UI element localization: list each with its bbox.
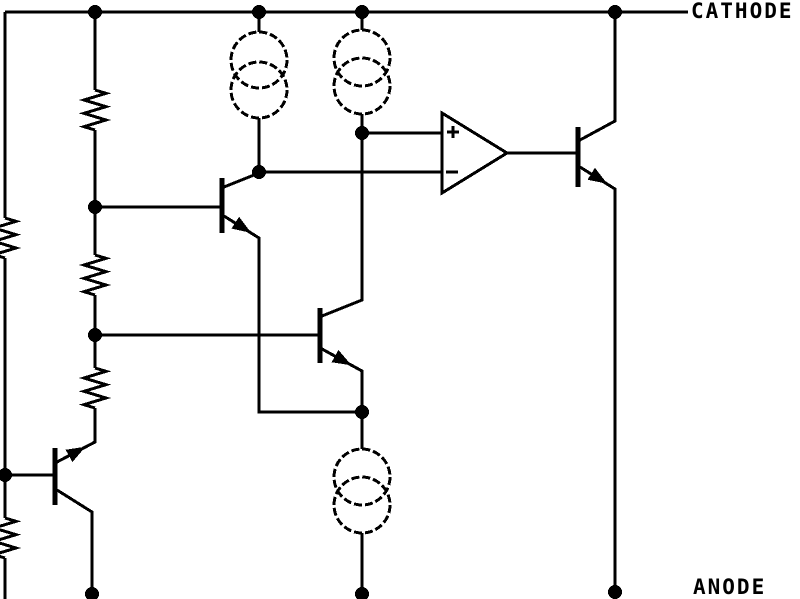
transistor-q3-emitter-arrow [65,446,86,463]
junction-dot [252,165,266,179]
current-source-3 [332,447,392,507]
q3-collector-wire [56,488,94,594]
anode-label: ANODE [693,575,767,599]
current-source-2 [332,56,392,116]
error-amplifier [440,110,510,196]
current-source-2 [332,28,392,88]
junction-dot [88,328,102,342]
junction-dot [608,5,622,19]
q4-collector-net [579,12,617,142]
junction-dot [355,405,369,419]
junction-dot [355,126,369,140]
q2-collector-net [321,133,364,318]
current-source-3 [332,475,392,535]
junction-dot [88,200,102,214]
cathode-label: CATHODE [691,0,794,23]
resistor-divider-1 [78,88,112,132]
junction-dot [88,5,102,19]
q4-emitter-net [579,165,617,592]
resistor-left-lower [0,516,22,560]
junction-dot [252,5,266,19]
junction-dot [355,587,369,599]
noninverting-input-mark [447,126,459,138]
junction-dot [85,587,99,599]
transistor-q2-emitter-arrow [331,349,352,366]
resistor-divider-3 [78,366,112,410]
resistor-divider-2 [78,253,112,297]
transistor-q1-emitter-arrow [231,216,252,233]
junction-dot [355,5,369,19]
current-source-1 [229,60,289,120]
junction-dot [0,468,12,482]
q1-emitter-net [223,214,362,414]
resistor-left-upper [0,216,22,260]
junction-dot [608,585,622,599]
current-source-1 [229,30,289,90]
transistor-q4-emitter-arrow [587,167,608,184]
